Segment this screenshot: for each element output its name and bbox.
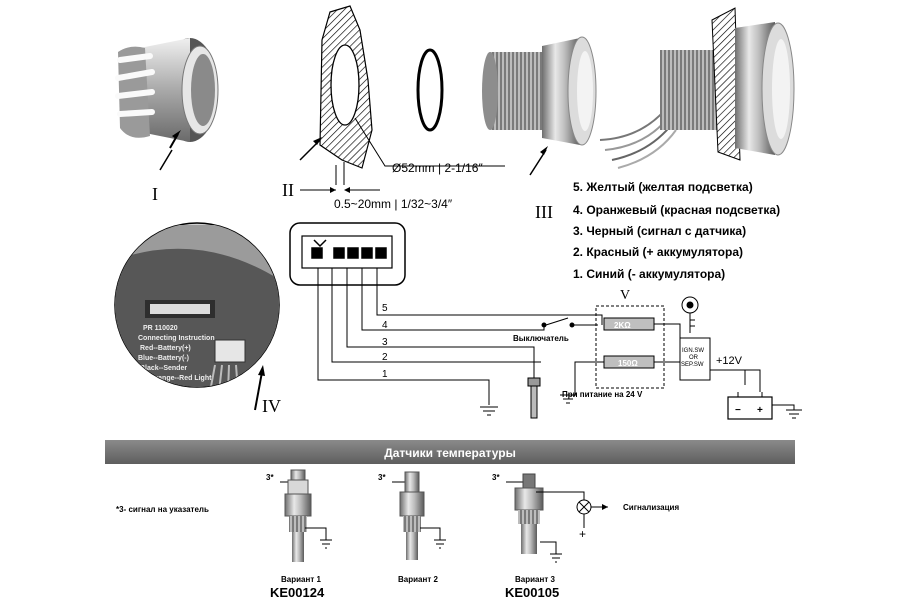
wiring-diagram xyxy=(289,222,802,420)
plus-12v-label: +12V xyxy=(716,355,743,367)
photo-text: Black--Sender xyxy=(140,365,187,372)
switch-label: Выключатель xyxy=(513,334,569,343)
ignition-switch xyxy=(679,337,711,381)
part-nut-illustration xyxy=(115,38,219,171)
photo-text: Connecting Instruction xyxy=(138,335,215,342)
wire-2 xyxy=(331,268,541,363)
sensor-footnote: *3- сигнал на указатель xyxy=(116,505,209,514)
ground-symbol xyxy=(480,406,498,416)
part-threaded-body-illustration xyxy=(482,36,597,176)
battery-symbol xyxy=(727,396,773,420)
wire-number: 2 xyxy=(382,352,388,363)
sensors-banner xyxy=(105,440,795,464)
connector-photo: PR 110020 Connecting Instruction Red--Ba… xyxy=(114,222,280,411)
legend-item: 4. Оранжевый (красная подсветка) xyxy=(573,203,780,217)
legend-item: 3. Черный (сигнал с датчика) xyxy=(573,224,746,238)
wire-color-legend: 5. Желтый (желтая подсветка) 4. Оранжевы… xyxy=(573,180,780,281)
assembled-gauge-illustration xyxy=(599,7,795,169)
legend-item: 5. Желтый (желтая подсветка) xyxy=(573,180,753,194)
dimension-diameter: Ø52mm | 2-1/16″ xyxy=(392,161,483,175)
o-ring-illustration xyxy=(416,48,444,132)
sensor-variant-1 xyxy=(280,469,332,562)
wire-number: 3 xyxy=(382,337,388,348)
ignition-label: IGN.SW xyxy=(682,348,704,354)
switch-symbol xyxy=(545,317,569,326)
battery-minus: − xyxy=(735,405,741,416)
voltage-note: При питание на 24 V xyxy=(562,390,643,399)
pin-label: 3* xyxy=(492,473,500,482)
pin-label: 3* xyxy=(378,473,386,482)
wire-3 xyxy=(346,268,535,378)
wire-1 xyxy=(317,268,490,405)
pin-label: 3* xyxy=(266,473,274,482)
photo-text: PR 110020 xyxy=(143,325,178,332)
connector-pins xyxy=(311,239,387,259)
variant-code: KE00124 xyxy=(270,585,325,600)
variant-code: KE00105 xyxy=(505,585,559,600)
part-label-iii: III xyxy=(535,202,553,222)
wire-number: 5 xyxy=(382,303,388,314)
variant-name: Вариант 1 xyxy=(281,575,321,584)
legend-item: 2. Красный (+ аккумулятора) xyxy=(573,245,743,259)
variant-name: Вариант 2 xyxy=(398,575,438,584)
part-gasket-illustration xyxy=(299,5,505,193)
ignition-label: OR xyxy=(689,355,699,361)
wire-number: 1 xyxy=(382,369,388,380)
sensors-banner-title: Датчики температуры xyxy=(384,446,516,460)
photo-text: Orange--Red Light xyxy=(150,375,212,382)
alarm-plus: + xyxy=(579,527,586,541)
wire-4 xyxy=(361,268,520,331)
photo-text: Red--Battery(+) xyxy=(140,345,191,352)
part-label-ii: II xyxy=(282,180,294,200)
part-label-v: V xyxy=(620,288,630,303)
battery-plus: + xyxy=(757,405,763,416)
wire-5 xyxy=(376,268,603,325)
dimension-thickness: 0.5~20mm | 1/32~3/4″ xyxy=(334,197,453,211)
part-label-i: I xyxy=(152,184,158,204)
variant-name: Вариант 3 xyxy=(515,575,555,584)
sensor-variant-2 xyxy=(392,471,446,560)
wire-number-labels: 5 4 3 2 1 xyxy=(382,303,388,380)
alarm-label: Сигнализация xyxy=(623,503,679,512)
resistor-150-label: 150Ω xyxy=(618,359,638,368)
sensor-variant-3 xyxy=(506,473,608,563)
wire-number: 4 xyxy=(382,320,388,331)
ignition-label: SEP.SW xyxy=(681,362,704,368)
resistor-2k-label: 2KΩ xyxy=(614,321,631,330)
photo-text: Blue--Battery(-) xyxy=(138,355,189,362)
part-label-iv: IV xyxy=(262,396,281,416)
legend-item: 1. Синий (- аккумулятора) xyxy=(573,267,725,281)
